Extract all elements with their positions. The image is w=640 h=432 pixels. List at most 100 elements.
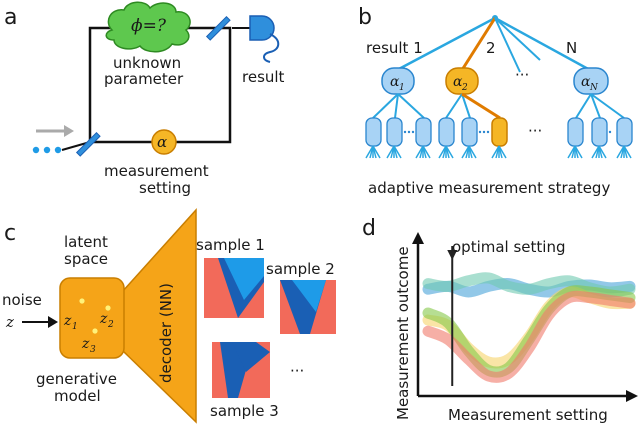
dot — [407, 130, 411, 134]
edge — [461, 93, 471, 119]
panel-d-letter: d — [362, 216, 376, 241]
optimal-setting-arrow — [447, 250, 458, 260]
edge — [590, 93, 601, 119]
tree-edge-mid2 — [494, 17, 541, 61]
branch-label-1: result 1 — [366, 39, 423, 57]
series-line-5 — [422, 290, 636, 383]
fan-edge — [393, 145, 402, 159]
edge-highlighted — [461, 92, 501, 120]
chart-series — [422, 272, 636, 383]
x-axis-arrow — [626, 390, 638, 402]
fan-edge — [468, 145, 477, 159]
panel-d: d optimal setting Measurement outcome Me… — [362, 216, 638, 424]
z3-subscript: 3 — [90, 345, 96, 355]
latent-point-1 — [79, 298, 85, 304]
setting-label-line1: measurement — [104, 162, 209, 180]
sample-3-label: sample 3 — [210, 402, 279, 420]
edge — [397, 93, 425, 119]
cloud-phi-text: ϕ=? — [131, 16, 167, 36]
branch-label-2: 2 — [486, 39, 496, 57]
panel-b: b result 1 2 N α 1 α 2 α N ··· — [358, 5, 633, 197]
generative-label-line2: model — [54, 387, 101, 405]
alpha-node-n: α N — [573, 67, 609, 95]
latent-label-line1: latent — [64, 233, 108, 251]
tree-edge-n — [494, 16, 591, 72]
noise-z-symbol: z — [5, 313, 14, 331]
panel-a-letter: a — [4, 5, 17, 30]
alpha-node-2: α 2 — [445, 67, 479, 95]
tree-edge-mid — [494, 17, 521, 73]
dot — [608, 130, 612, 134]
x-axis-label: Measurement setting — [448, 406, 608, 424]
dot — [478, 130, 482, 134]
leaf-ellipsis: ··· — [528, 122, 542, 140]
fan-edge — [422, 145, 431, 159]
sample-2-light — [292, 280, 326, 312]
edge — [372, 93, 399, 119]
fan-edge — [623, 145, 632, 159]
sample-3-image — [212, 342, 270, 398]
edge — [575, 93, 592, 119]
alpha-node-1-symbol: α — [390, 74, 400, 90]
setting-label-line2: setting — [139, 179, 191, 197]
optimal-setting-label: optimal setting — [452, 238, 566, 256]
leaf-node — [415, 117, 432, 147]
leaf-node — [591, 117, 608, 147]
edge — [394, 93, 399, 119]
photon-dot — [54, 146, 62, 154]
latent-label-line2: space — [64, 250, 108, 268]
sample-3-dark2 — [232, 342, 270, 372]
detector-cable-icon — [263, 33, 280, 63]
alpha-node-n-subscript: N — [589, 83, 599, 93]
alpha-setting-symbol: α — [157, 133, 167, 151]
panel-b-caption: adaptive measurement strategy — [368, 179, 610, 197]
sample-2-image — [280, 280, 336, 334]
latent-point-3 — [92, 328, 98, 334]
z1-subscript: 1 — [72, 322, 78, 332]
generative-label-line1: generative — [36, 370, 117, 388]
leaf-node — [365, 117, 382, 147]
photon-dot — [32, 146, 40, 154]
detector-icon — [249, 15, 275, 41]
beam-splitter-out — [205, 15, 231, 41]
result-label: result — [242, 68, 285, 86]
noise-arrow-head — [48, 316, 58, 328]
leaf-node — [438, 117, 455, 147]
latent-point-2 — [105, 305, 111, 311]
alpha-node-2-subscript: 2 — [461, 83, 468, 93]
z3-symbol: z — [81, 336, 90, 352]
fan-edge — [372, 145, 381, 159]
branch-ellipsis: ··· — [515, 66, 529, 84]
y-axis-label: Measurement outcome — [394, 246, 412, 420]
fan-edge — [598, 145, 607, 159]
tree-edge-2 — [460, 17, 497, 71]
edge — [590, 93, 625, 119]
leaf-node-highlighted — [491, 117, 508, 147]
alpha-node-1: α 1 — [381, 67, 415, 95]
leaf-node — [461, 117, 478, 147]
fan-edge — [498, 145, 507, 159]
dot — [482, 130, 486, 134]
input-arrow-head — [64, 125, 74, 137]
dot — [403, 130, 407, 134]
branch-label-n: N — [566, 39, 577, 57]
samples-ellipsis: ··· — [290, 362, 304, 380]
edge — [445, 93, 463, 119]
panel-c-letter: c — [4, 221, 16, 246]
latent-space-box — [59, 277, 125, 359]
beam-splitter-in — [75, 131, 101, 157]
sample-1-image — [204, 258, 264, 318]
photon-dot — [43, 146, 51, 154]
panel-b-letter: b — [358, 5, 372, 30]
z1-symbol: z — [63, 313, 72, 329]
fan-edge — [445, 145, 454, 159]
unknown-parameter-cloud — [105, 1, 191, 53]
noise-label: noise — [2, 291, 42, 309]
unknown-label-line2: parameter — [104, 70, 184, 88]
leaf-node — [386, 117, 403, 147]
panel-a: a ϕ=? unknown parameter result α — [4, 1, 285, 197]
z2-symbol: z — [99, 311, 108, 327]
tree-edge-1 — [396, 16, 496, 72]
sample-2-label: sample 2 — [266, 260, 335, 278]
